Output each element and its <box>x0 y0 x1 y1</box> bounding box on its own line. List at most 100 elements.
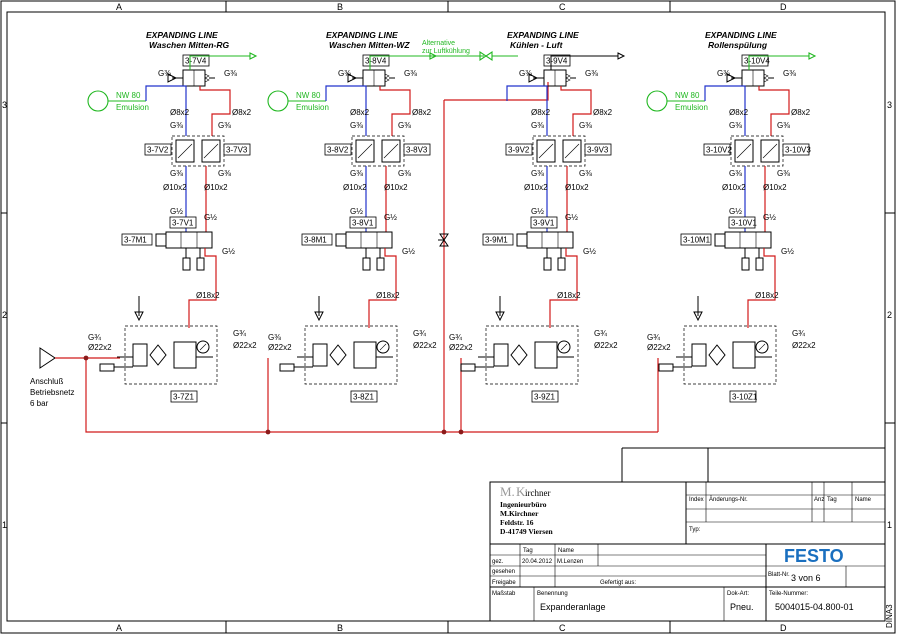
silencer-icon <box>376 257 385 271</box>
gez-name: M.Lenzen <box>557 559 583 565</box>
valve-tag-v4-box <box>182 54 210 67</box>
schematic-stroke <box>199 343 207 351</box>
port-label: G⅜ <box>579 169 592 178</box>
port-label: G⅜ <box>350 169 363 178</box>
grid-row-label: 2 <box>2 310 7 320</box>
valve-tag-v4-box <box>362 54 390 67</box>
frl-tag-z1: 3-7Z1 <box>173 393 194 402</box>
line-title: EXPANDING LINE <box>146 30 218 40</box>
schematic-stroke <box>704 85 746 136</box>
port-label: G¾ <box>233 329 246 338</box>
spring-icon <box>384 73 390 83</box>
typ-label: Typ: <box>689 527 701 533</box>
silencer-icon <box>196 257 205 271</box>
port-label: G⅜ <box>729 169 742 178</box>
firm-line: Feldstr. 16 <box>500 518 534 527</box>
dokart-value: Pneu. <box>730 602 754 612</box>
port-label: G⅜ <box>350 121 363 130</box>
valve-tag-v2: 3-9V2 <box>508 146 530 155</box>
air-source-triangle-icon <box>39 347 56 369</box>
pipe-label: Ø22x2 <box>413 341 437 350</box>
schematic-stroke <box>747 248 776 328</box>
port-label: G⅜ <box>268 333 281 342</box>
spring-icon <box>565 73 571 83</box>
spring-icon <box>204 73 210 83</box>
valve-tag-v2-box <box>144 143 172 156</box>
gefertigt-label: Gefertigt aus: <box>600 580 636 586</box>
rev-header: Tag <box>827 497 837 503</box>
schematic-stroke <box>748 55 809 70</box>
arrow-down-icon <box>314 311 324 322</box>
valve-tag-v2: 3-8V2 <box>327 146 349 155</box>
flow-control-v2-icon <box>734 139 754 163</box>
title-block: M. K irchner Ingenieurbüro M.Kirchner Fe… <box>489 447 886 622</box>
junction-dot <box>441 429 447 435</box>
flow-control-v3-icon <box>760 139 780 163</box>
schematic-stroke <box>177 143 193 159</box>
flow-control-v3-icon <box>381 139 401 163</box>
emulsion-label: Emulsion <box>296 103 329 112</box>
flow-control-v2-icon <box>355 139 375 163</box>
frl-tag-z1-box <box>531 390 559 403</box>
pipe-label: Ø8x2 <box>412 108 432 117</box>
valve-tag-v3-box <box>403 143 431 156</box>
solenoid-valve-v1-icon <box>526 231 574 249</box>
silencer-icon <box>362 257 371 271</box>
port-label: G½ <box>402 247 415 256</box>
silencer-icon <box>279 363 295 372</box>
valve-tag-v1: 3-10V1 <box>731 219 757 228</box>
teile-value: 5004015-04.800-01 <box>775 602 854 612</box>
port-label: G⅜ <box>717 69 730 78</box>
schematic-stroke <box>736 143 752 159</box>
pipe-label: Ø8x2 <box>531 108 551 117</box>
arrow-icon <box>617 52 626 60</box>
pipe-label: Ø18x2 <box>196 291 220 300</box>
silencer-icon <box>460 363 476 372</box>
pipe-label: Ø10x2 <box>565 183 589 192</box>
schematic-stroke <box>379 86 411 136</box>
silencer-icon <box>741 257 750 271</box>
pipe-label: Ø22x2 <box>647 343 671 352</box>
silencer-icon <box>557 257 566 271</box>
arrow-down-icon <box>134 311 144 322</box>
valve-tag-v4: 3-9V4 <box>546 57 568 66</box>
pipe-label: Ø8x2 <box>729 108 749 117</box>
port-label: G⅜ <box>338 69 351 78</box>
pipe-label: Ø8x2 <box>232 108 252 117</box>
pipe-label: Ø10x2 <box>763 183 787 192</box>
silencer-icon <box>543 257 552 271</box>
port-label: G⅜ <box>579 121 592 130</box>
grid-col-label: D <box>780 2 787 12</box>
valve-tag-v2-box <box>324 143 352 156</box>
solenoid-tag-m1-box <box>301 233 333 246</box>
valve-tag-v4-box <box>543 54 571 67</box>
port-label: G½ <box>781 247 794 256</box>
frl-tag-z1: 3-10Z1 <box>732 393 758 402</box>
pressure-gauge-icon <box>196 340 210 354</box>
valve-tag-v3-box <box>584 143 612 156</box>
schematic-stroke <box>550 55 618 70</box>
junction-dot <box>458 429 464 435</box>
blatt-value: 3 von 6 <box>791 573 821 583</box>
dokart-label: Dok-Art: <box>727 591 749 597</box>
pipe-label: Ø18x2 <box>376 291 400 300</box>
pilot-triangle-icon <box>347 73 358 83</box>
pipe-label: Ø10x2 <box>163 183 187 192</box>
schematic-stroke <box>506 85 548 136</box>
line-title: EXPANDING LINE <box>507 30 579 40</box>
logo-mark: irchner <box>525 488 550 498</box>
regulator-icon <box>353 341 377 369</box>
port-label: G½ <box>531 207 544 216</box>
port-label: G¾ <box>647 333 660 342</box>
pipe-label: Ø8x2 <box>350 108 370 117</box>
frl-tag-z1: 3-9Z1 <box>534 393 555 402</box>
port-label: G⅜ <box>519 69 532 78</box>
valve-tag-v2: 3-7V2 <box>147 146 169 155</box>
pipe-label: Ø10x2 <box>722 183 746 192</box>
spring-icon <box>763 73 769 83</box>
flow-control-v2-icon <box>175 139 195 163</box>
rev-header: Index <box>689 497 704 503</box>
shutoff-valve-icon <box>132 343 148 367</box>
